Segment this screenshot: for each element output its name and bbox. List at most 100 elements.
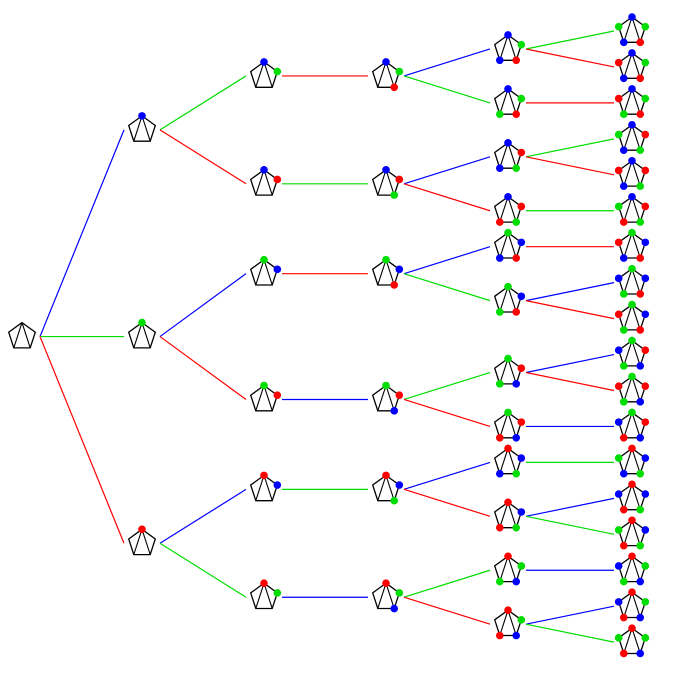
colored-vertex-green	[517, 616, 526, 624]
colored-vertex-green	[395, 589, 404, 597]
graph-node	[493, 139, 526, 172]
graph-chord	[623, 448, 633, 474]
pentagon-outline	[493, 411, 523, 439]
colored-vertex-blue	[260, 58, 268, 66]
colored-vertex-red	[628, 624, 636, 632]
graph-chord	[133, 115, 143, 142]
graph-chord	[631, 52, 641, 79]
colored-vertex-green	[273, 589, 282, 597]
root-graph-node	[7, 321, 37, 349]
tree-edge-red	[159, 336, 247, 400]
graph-chord	[263, 259, 273, 286]
colored-vertex-blue	[512, 577, 521, 586]
graph-node	[371, 165, 404, 199]
tree-edge-red	[403, 596, 491, 625]
colored-vertex-red	[504, 552, 512, 561]
graph-chord	[631, 232, 641, 259]
pentagon-outline	[127, 115, 157, 142]
colored-vertex-red	[636, 326, 645, 334]
colored-vertex-blue	[512, 631, 521, 640]
colored-vertex-red	[641, 202, 650, 211]
pentagon-outline	[249, 474, 279, 502]
colored-vertex-red	[614, 94, 623, 103]
graph-chord	[623, 124, 633, 151]
colored-vertex-blue	[495, 56, 504, 65]
tree-edge-red	[39, 336, 125, 544]
colored-vertex-green	[260, 255, 268, 264]
graph-node	[127, 525, 157, 556]
graph-chord	[507, 502, 517, 528]
graph-chord	[385, 169, 395, 196]
graph-chord	[377, 385, 387, 411]
graph-chord	[255, 169, 265, 196]
graph-node	[614, 480, 650, 514]
graph-node	[371, 381, 404, 415]
graph-chord	[133, 529, 143, 555]
tree-edge-green	[525, 623, 615, 643]
colored-vertex-blue	[619, 74, 628, 83]
colored-vertex-blue	[641, 526, 650, 534]
graph-node	[127, 112, 157, 142]
graph-chord	[631, 16, 641, 43]
colored-vertex-green	[273, 67, 282, 76]
pentagon-outline	[249, 384, 279, 412]
colored-vertex-blue	[619, 146, 628, 154]
tree-edge-green	[525, 515, 615, 535]
colored-vertex-red	[636, 74, 645, 83]
colored-vertex-green	[504, 228, 512, 237]
graph-chord	[623, 268, 633, 295]
colored-vertex-green	[138, 318, 146, 327]
graph-chord	[499, 556, 509, 582]
tree-edge-red	[403, 398, 491, 428]
graph-chord	[263, 475, 273, 501]
graph-node	[249, 381, 282, 412]
tree-edge-red	[525, 371, 615, 392]
colored-vertex-red	[138, 525, 146, 534]
colored-vertex-blue	[614, 490, 623, 498]
colored-vertex-blue	[628, 121, 636, 129]
colored-vertex-red	[619, 433, 628, 442]
tree-edge-red	[525, 48, 615, 68]
graph-chord	[377, 61, 387, 88]
graph-chord	[631, 196, 641, 223]
colored-vertex-green	[619, 326, 628, 334]
graph-chord	[499, 286, 509, 313]
graph-node	[614, 300, 650, 334]
colored-vertex-green	[495, 380, 504, 388]
colored-vertex-red	[641, 382, 650, 390]
graph-chord	[623, 232, 633, 259]
graph-chord	[623, 484, 633, 510]
graph-node	[614, 552, 650, 586]
graph-chord	[507, 232, 517, 259]
colored-vertex-red	[390, 281, 399, 289]
graph-chord	[499, 412, 509, 438]
graph-chord	[21, 322, 31, 349]
graph-chord	[631, 412, 641, 438]
colored-vertex-red	[260, 471, 268, 480]
graph-chord	[507, 358, 517, 385]
colored-vertex-red	[641, 130, 650, 139]
colored-vertex-red	[628, 444, 636, 453]
tree-edge-blue	[525, 497, 615, 517]
graph-chord	[507, 556, 517, 582]
graph-node	[493, 354, 526, 388]
colored-vertex-green	[395, 67, 404, 76]
colored-vertex-blue	[504, 85, 512, 93]
graph-chord	[377, 169, 387, 196]
graph-node	[249, 579, 282, 610]
colored-vertex-blue	[504, 192, 512, 201]
colored-vertex-green	[614, 130, 623, 139]
tree-edge-blue	[403, 461, 491, 490]
graph-chord	[13, 322, 23, 349]
colored-vertex-green	[504, 408, 512, 417]
tree-edge-red	[159, 129, 247, 185]
pentagon-outline	[617, 195, 647, 223]
colored-vertex-green	[641, 634, 650, 642]
colored-vertex-red	[636, 110, 645, 119]
graph-chord	[507, 610, 517, 636]
colored-vertex-red	[382, 471, 390, 480]
colored-vertex-blue	[636, 649, 645, 658]
tree-edge-green	[159, 542, 247, 598]
graph-chord	[141, 529, 151, 555]
colored-vertex-green	[641, 58, 650, 67]
